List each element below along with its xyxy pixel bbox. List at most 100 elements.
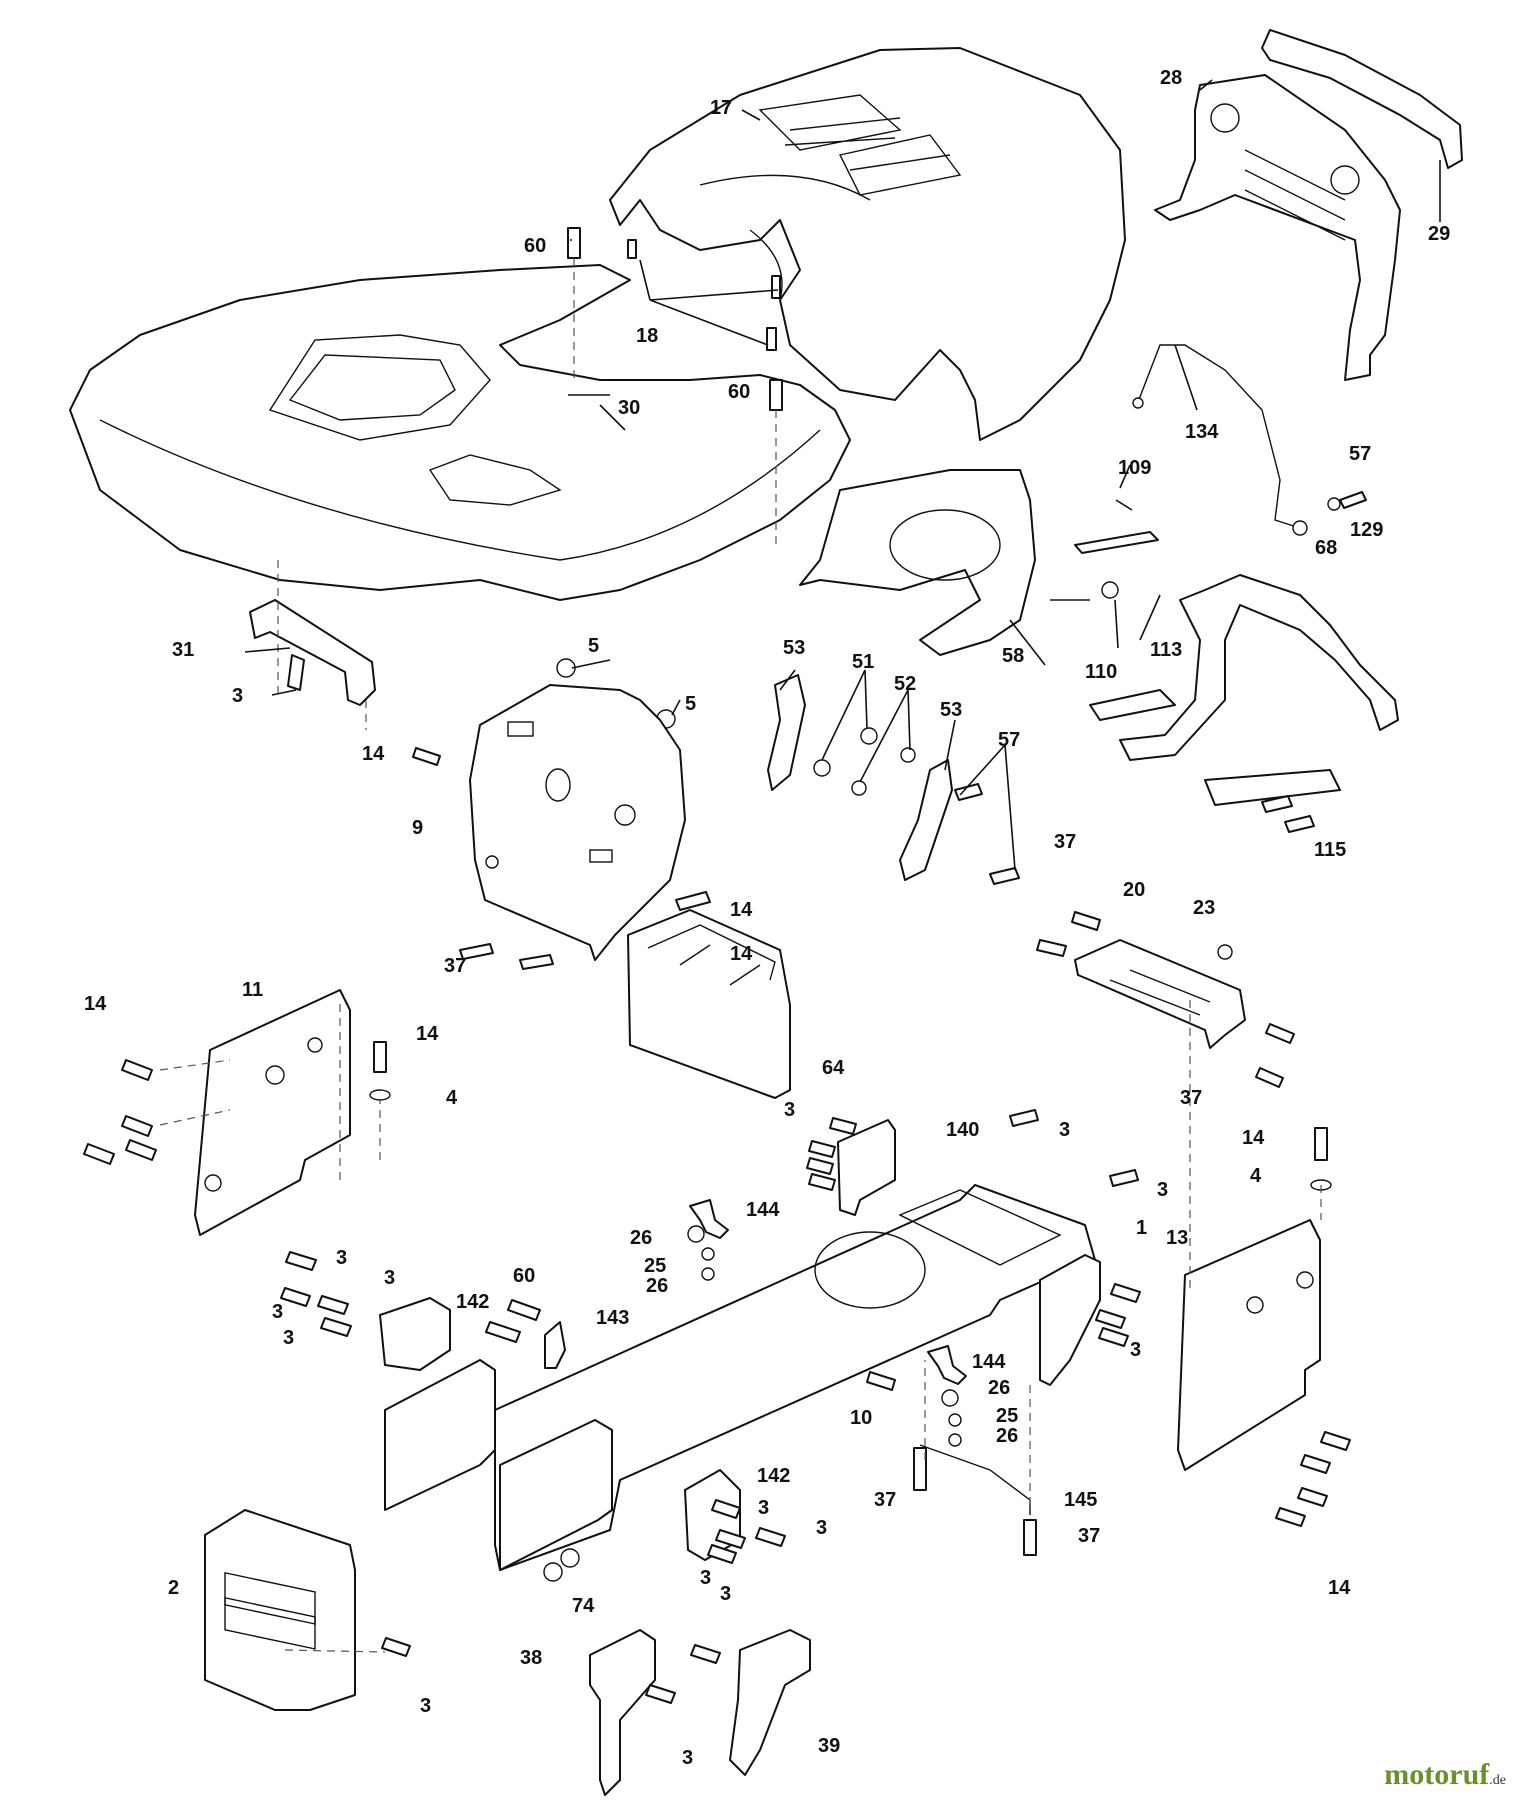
label-29: 29 [1428, 223, 1450, 245]
screws-plate-37 [1036, 911, 1295, 1088]
label-68: 68 [1315, 537, 1337, 559]
bolts-part-60-lower [485, 1299, 541, 1343]
bolts-part-57 [954, 783, 1020, 885]
bracket-part-143 [544, 1321, 566, 1369]
label-3-o: 3 [682, 1747, 693, 1769]
label-13: 13 [1166, 1227, 1188, 1249]
side-panel-part-11 [194, 989, 351, 1236]
bracket-part-31 [249, 599, 376, 706]
label-3-e: 3 [336, 1247, 347, 1269]
label-17: 17 [710, 97, 732, 119]
label-37-d: 37 [874, 1489, 896, 1511]
label-28: 28 [1160, 67, 1182, 89]
nuts-part-5 [556, 658, 676, 729]
label-142-a: 142 [456, 1291, 489, 1313]
bolts-part-14-left [83, 1059, 157, 1165]
label-5-b: 5 [685, 693, 696, 715]
bracket-part-142-upper [379, 1297, 451, 1371]
label-25-a: 25 [644, 1255, 666, 1277]
label-110: 110 [1085, 661, 1117, 683]
nuts-washers-51-52 [813, 727, 916, 796]
label-60-mid: 60 [728, 381, 750, 403]
label-140: 140 [946, 1119, 979, 1141]
bracket-part-38 [589, 1629, 656, 1796]
label-4-a: 4 [446, 1087, 458, 1109]
bolt-washer-14-4-right [1310, 1127, 1332, 1191]
label-3-m: 3 [720, 1583, 731, 1605]
label-144-b: 144 [972, 1351, 1006, 1373]
rod-end-134 [1132, 397, 1144, 409]
label-115: 115 [1314, 839, 1346, 861]
label-143: 143 [596, 1307, 629, 1329]
label-58: 58 [1002, 645, 1024, 667]
plate-part-20 [1074, 939, 1246, 1049]
label-39: 39 [818, 1735, 840, 1757]
nuts-part-74 [543, 1548, 580, 1582]
bracket-part-39 [729, 1629, 811, 1776]
label-14-f: 14 [1242, 1127, 1265, 1149]
side-panel-part-13 [1177, 1219, 1321, 1471]
strap-part-109 [1074, 531, 1159, 554]
label-52: 52 [894, 673, 916, 695]
dash-panel-part-9 [469, 684, 686, 961]
label-14-a: 14 [362, 743, 385, 765]
rod-part-145 [919, 1444, 1031, 1515]
label-3-n: 3 [420, 1695, 431, 1717]
support-part-64 [627, 909, 791, 1099]
watermark-logo: motoruf.de [1384, 1758, 1506, 1792]
clip-washers-144-26-25-right [927, 1345, 967, 1447]
watermark-suffix: .de [1489, 1773, 1506, 1788]
label-60-top: 60 [524, 235, 546, 257]
label-113: 113 [1150, 639, 1182, 661]
bracket-part-53-right [899, 759, 953, 881]
label-38: 38 [520, 1647, 542, 1669]
nut-part-23 [1217, 944, 1233, 960]
bracket-part-140 [837, 1119, 896, 1216]
label-3-g: 3 [272, 1301, 283, 1323]
assembly-lines [159, 258, 1322, 1653]
bolts-part-3-left [280, 1251, 352, 1337]
label-144-a: 144 [746, 1199, 780, 1221]
label-4-b: 4 [1250, 1165, 1262, 1187]
label-14-c: 14 [730, 943, 753, 965]
label-26-c: 26 [988, 1377, 1010, 1399]
bolts-part-3-right [1095, 1283, 1141, 1347]
bolt-part-10 [866, 1371, 896, 1391]
label-26-a: 26 [630, 1227, 652, 1249]
label-3-h: 3 [283, 1327, 294, 1349]
label-14-e: 14 [416, 1023, 439, 1045]
screws-part-37-lower [913, 1447, 1037, 1556]
bolts-part-60-upper [567, 227, 783, 411]
plate-part-2 [204, 1509, 356, 1711]
label-2: 2 [168, 1577, 179, 1599]
pan-part-58 [799, 469, 1036, 656]
label-3-i: 3 [1130, 1339, 1141, 1361]
clips-part-18 [627, 239, 781, 351]
rod-part-134 [1137, 344, 1301, 529]
label-51: 51 [852, 651, 874, 673]
label-14-b: 14 [730, 899, 753, 921]
label-57-top: 57 [1349, 443, 1371, 465]
label-74: 74 [572, 1595, 595, 1617]
label-37-c: 37 [1180, 1087, 1202, 1109]
label-23: 23 [1193, 897, 1215, 919]
grille-lip-part-29 [1261, 29, 1463, 169]
label-30: 30 [618, 397, 640, 419]
label-3-d: 3 [1157, 1179, 1168, 1201]
plug-part-110 [1101, 581, 1119, 599]
fender-part-30 [69, 264, 851, 601]
label-134: 134 [1185, 421, 1219, 443]
label-5-a: 5 [588, 635, 599, 657]
label-26-b: 26 [646, 1275, 668, 1297]
label-37-b: 37 [444, 955, 466, 977]
bracket-part-53-left [767, 674, 806, 791]
label-53-right: 53 [940, 699, 962, 721]
label-60-low: 60 [513, 1265, 535, 1287]
label-31: 31 [172, 639, 194, 661]
label-10: 10 [850, 1407, 872, 1429]
bolts-part-3-bottom [645, 1644, 721, 1704]
label-53-left: 53 [783, 637, 805, 659]
part-labels: 17 28 29 60 18 60 30 134 109 57 129 68 1… [84, 67, 1450, 1769]
bracket-right-frame [1039, 1254, 1101, 1386]
